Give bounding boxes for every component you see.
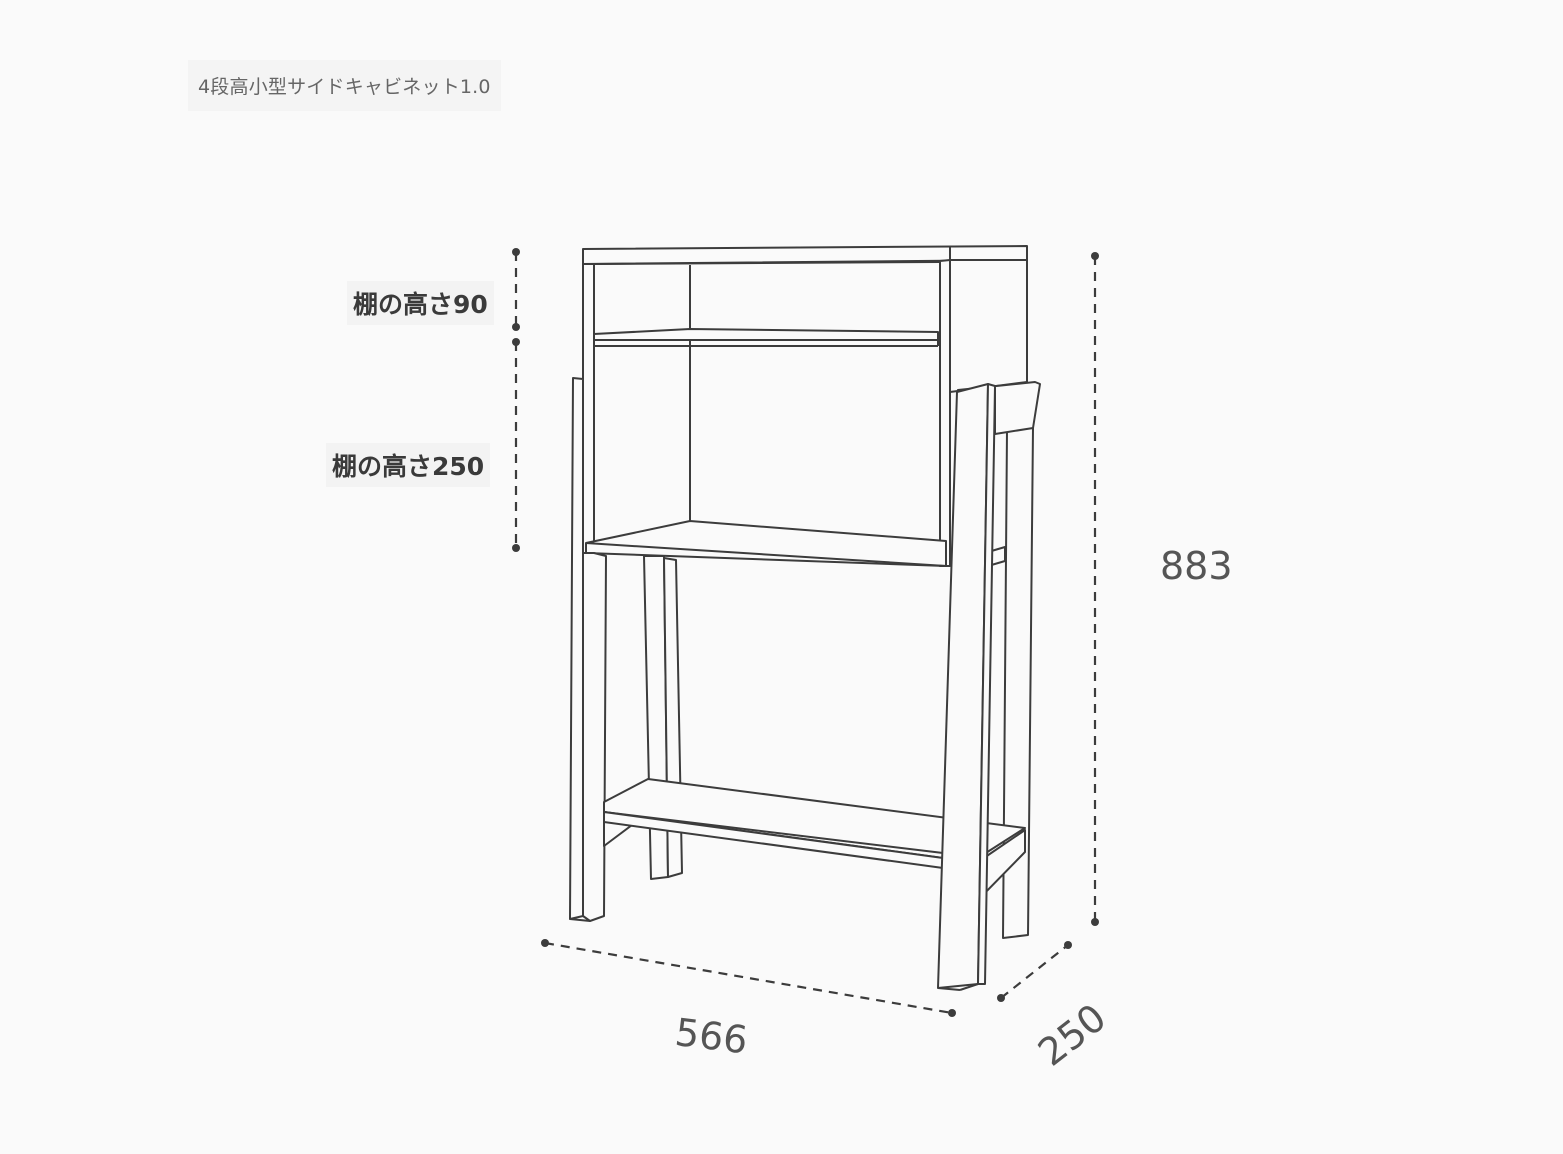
shelf-height-label-90: 棚の高さ90 xyxy=(347,281,494,325)
dim-line-depth xyxy=(1000,944,1069,999)
right-side-depth xyxy=(949,259,1028,393)
page-title: 4段高小型サイドキャビネット1.0 xyxy=(188,60,501,111)
width-value: 566 xyxy=(672,1010,750,1063)
right-side-board xyxy=(939,259,951,567)
shelf-height-250-text: 棚の高さ250 xyxy=(332,452,485,481)
dim-line-width xyxy=(544,941,953,1015)
middle-shelf xyxy=(593,328,939,341)
title-text: 4段高小型サイドキャビネット1.0 xyxy=(198,76,491,98)
cabinet-box xyxy=(582,245,1028,567)
front-left-leg xyxy=(569,377,584,920)
width-dimension: 566 xyxy=(673,1010,750,1063)
shelf-height-label-250: 棚の高さ250 xyxy=(326,443,491,487)
height-dimension: 883 xyxy=(1160,544,1233,588)
box-bottom-shelf xyxy=(585,520,947,567)
dimension-dots xyxy=(512,248,1099,1017)
dimension-lines xyxy=(514,252,1097,1015)
left-side-board xyxy=(582,263,595,554)
shelf-height-90-text: 棚の高さ90 xyxy=(353,290,488,319)
frame xyxy=(569,377,1041,991)
height-value: 883 xyxy=(1160,544,1233,588)
